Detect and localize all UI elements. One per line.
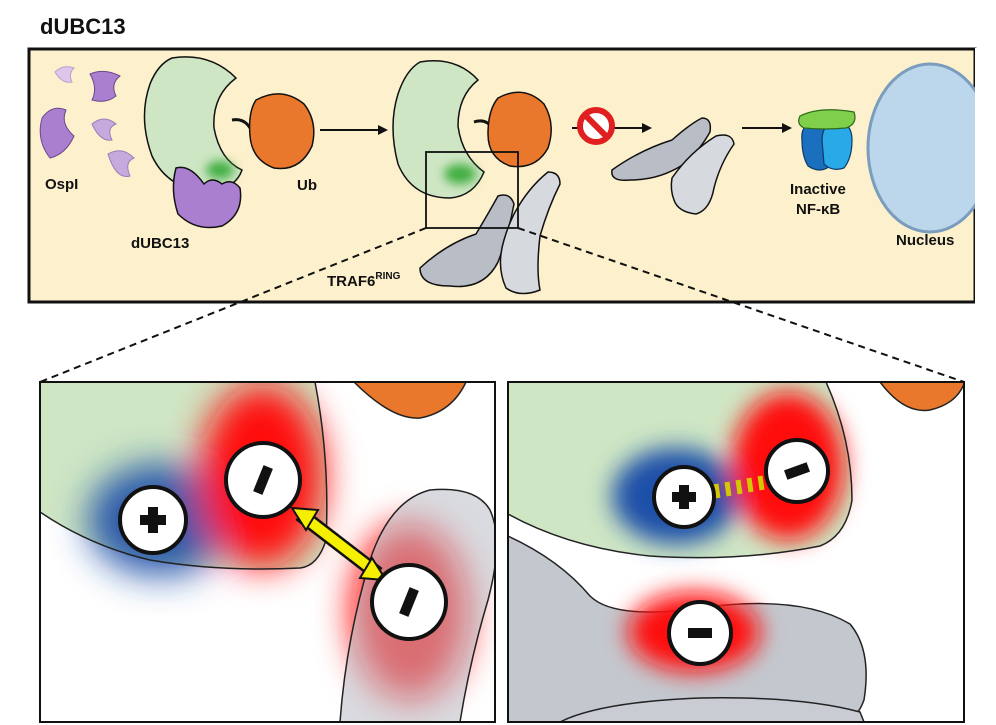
dubc13-protein xyxy=(392,60,485,199)
traf6-label-superscript: RING xyxy=(375,271,400,282)
dubc13-outline xyxy=(508,382,853,559)
traf6-label: TRAF6RING xyxy=(327,271,401,290)
nfkb-label: NF-κB xyxy=(796,201,840,218)
traf6-ring-left xyxy=(611,117,712,182)
ospi-group xyxy=(39,66,135,178)
nucleus-label: Nucleus xyxy=(896,232,954,249)
active-site-glow xyxy=(206,161,234,179)
zoom-line-right xyxy=(517,227,965,383)
ikb-cap xyxy=(798,109,856,130)
ospi-fragment xyxy=(107,150,135,178)
zoom-box xyxy=(425,151,519,229)
zoom-panel-attraction-frame xyxy=(507,381,965,723)
page-margin xyxy=(975,48,996,308)
ospi-fragment xyxy=(91,118,117,141)
zoom-line-left xyxy=(39,227,427,383)
zoom-panel-attraction xyxy=(508,382,964,722)
dubc13-outline xyxy=(40,382,328,570)
active-site-glow xyxy=(444,164,476,184)
zoom-panel-repulsion-frame xyxy=(39,381,496,723)
nucleus xyxy=(866,62,994,234)
ubiquitin xyxy=(487,91,552,168)
repulsion-arrowhead xyxy=(358,556,388,582)
ospi-fragment xyxy=(39,107,75,159)
repulsion-arrowhead xyxy=(290,506,320,532)
nfkb-icon xyxy=(798,109,856,171)
inactive-label: Inactive xyxy=(790,181,846,198)
ospi-fragment xyxy=(89,70,121,102)
traf6-free xyxy=(611,117,735,215)
ub-label: Ub xyxy=(297,177,317,194)
ubiquitin-edge xyxy=(352,382,467,419)
positive-charge-icon xyxy=(118,485,188,555)
negative-charge-icon xyxy=(370,563,448,641)
traf6-lower-surface xyxy=(559,697,865,722)
ubiquitin-edge xyxy=(879,382,964,412)
negative-charge-icon xyxy=(667,600,733,666)
traf6-ring-right xyxy=(670,134,735,215)
traf6-label-base: TRAF6 xyxy=(327,273,375,290)
traf6-ring-left xyxy=(419,194,515,288)
dubc13-label: dUBC13 xyxy=(131,235,189,252)
repulsion-arrow xyxy=(296,510,382,578)
salt-bridge xyxy=(713,475,765,499)
prohibition-slash xyxy=(582,112,610,140)
ospi-fragment xyxy=(54,66,75,83)
nucleus-shape xyxy=(866,62,994,234)
zoom-panel-repulsion xyxy=(40,382,495,722)
positive-charge-icon xyxy=(652,465,716,529)
figure-title: dUBC13 xyxy=(40,14,126,39)
dubc13-complex xyxy=(143,56,315,229)
negative-charge-icon xyxy=(224,441,302,519)
ubiquitin xyxy=(248,93,315,170)
blocked-arrow xyxy=(572,107,652,145)
ospi-label: OspI xyxy=(45,176,78,193)
ospi-bound xyxy=(172,166,242,229)
negative-charge-icon xyxy=(764,438,830,504)
